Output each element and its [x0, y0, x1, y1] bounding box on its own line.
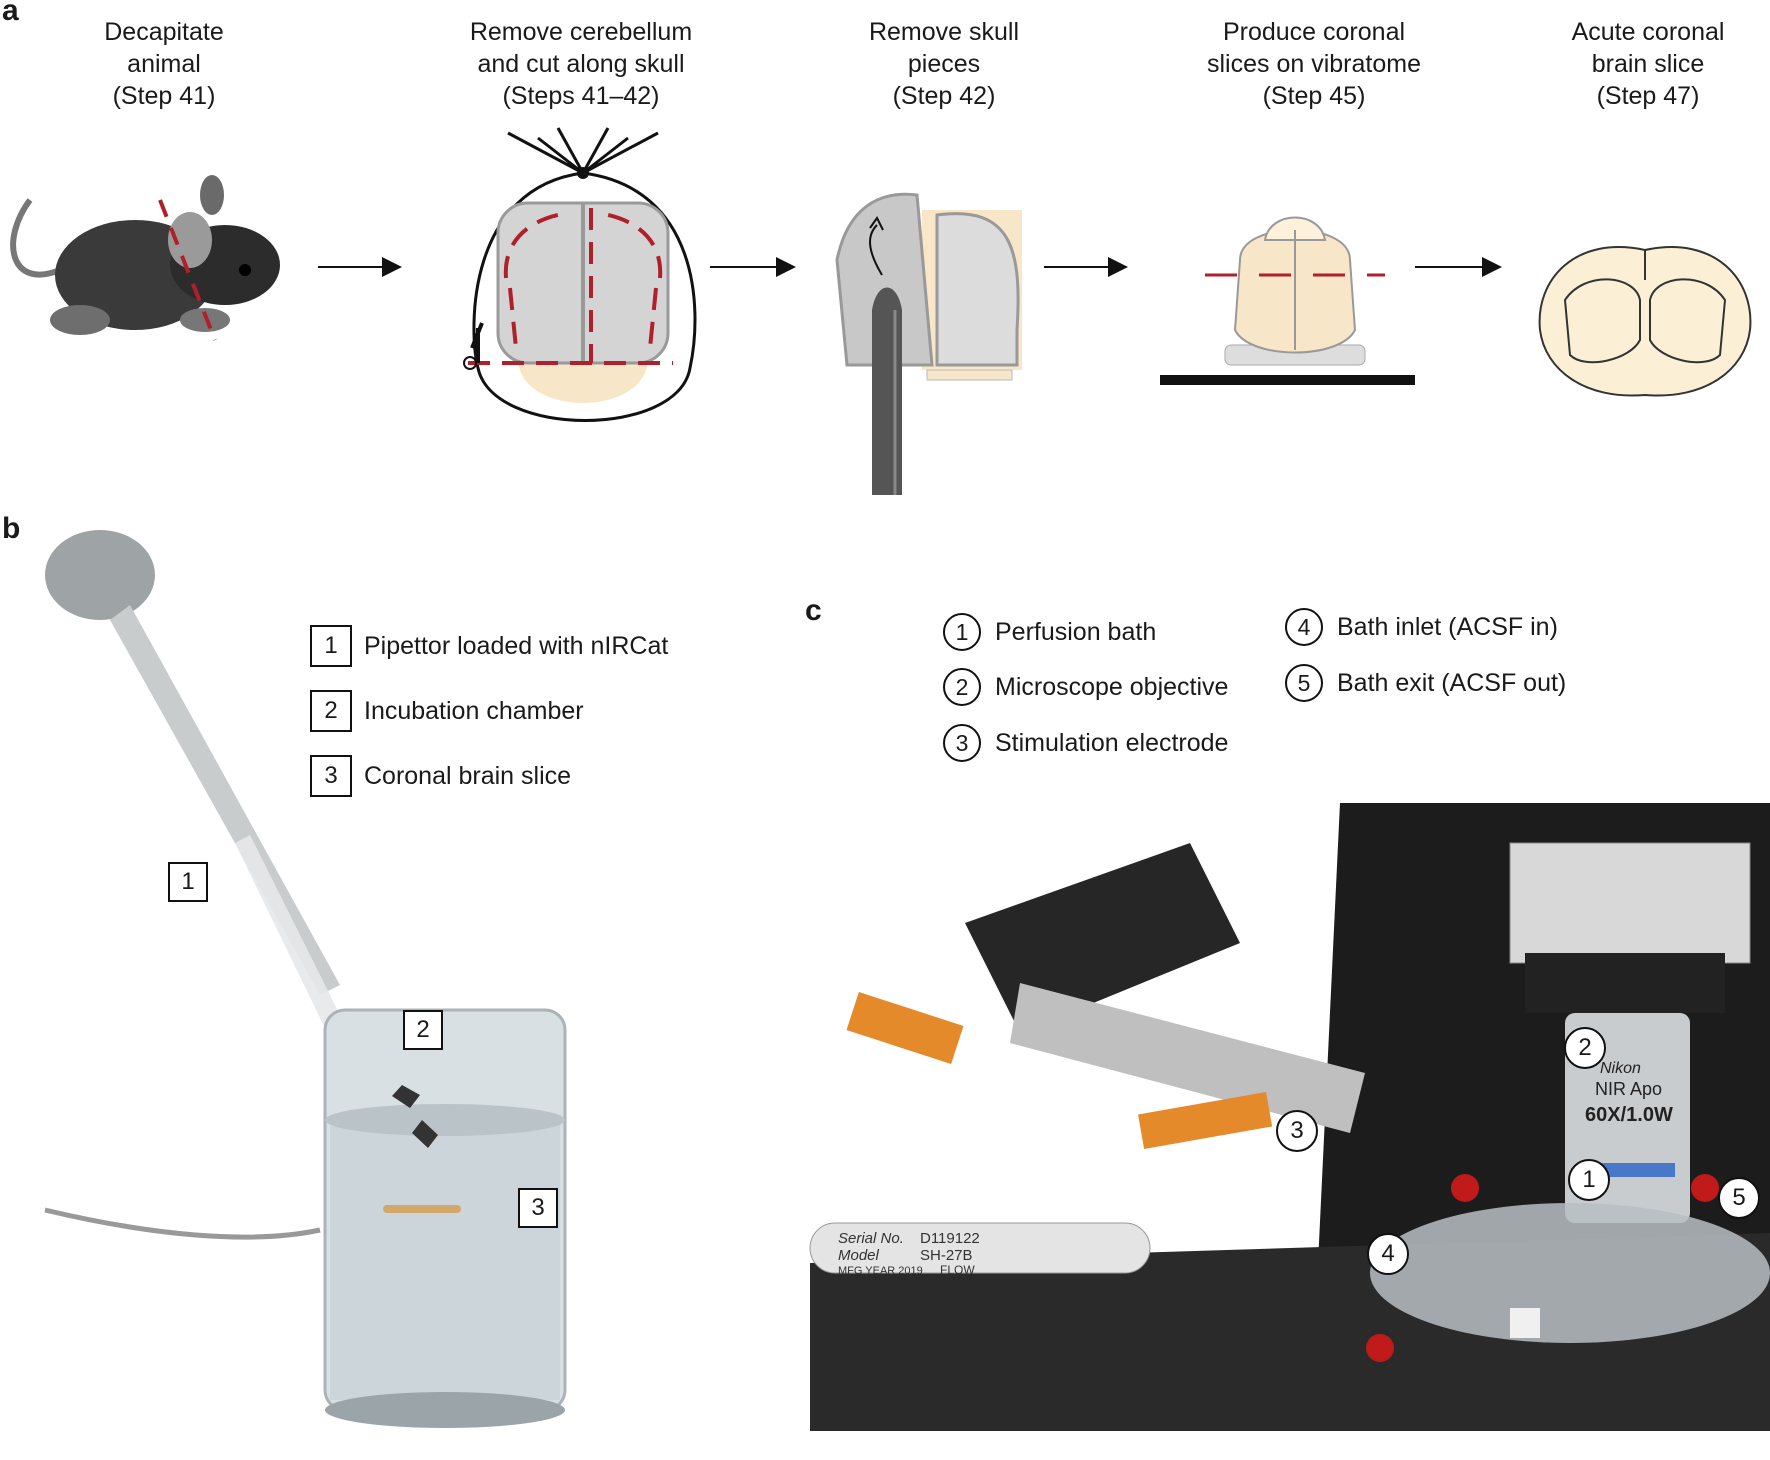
- serial-value: D119122: [920, 1230, 980, 1247]
- skull-cut-diagram: [463, 127, 697, 422]
- callout-c-2: 2: [1564, 1027, 1606, 1069]
- callout-b-2: 2: [403, 1010, 443, 1050]
- panel-b-letter: b: [2, 512, 21, 545]
- callout-b-3: 3: [518, 1188, 558, 1228]
- mouse-illustration: [10, 175, 280, 341]
- callout-c-1: 1: [1568, 1159, 1610, 1201]
- scissors-icon: [463, 322, 484, 370]
- panel-c-letter: c: [805, 594, 822, 627]
- panel-a-letter: a: [2, 0, 19, 27]
- callout-b-1: 1: [168, 862, 208, 902]
- model-label: Model: [838, 1247, 880, 1264]
- incubation-chamber-illustration: [323, 1008, 567, 1428]
- mfg-year: MFG YEAR 2019: [838, 1265, 923, 1277]
- objective-mag: 60X/1.0W: [1585, 1104, 1673, 1126]
- coronal-slice-diagram: [1538, 246, 1752, 397]
- tubing-line: [44, 1207, 321, 1240]
- callout-c-5: 5: [1718, 1177, 1760, 1219]
- objective-type: NIR Apo: [1595, 1079, 1662, 1099]
- objective-brand: Nikon: [1600, 1060, 1641, 1077]
- flow-label: FLOW: [940, 1263, 975, 1277]
- callout-c-3: 3: [1276, 1110, 1318, 1152]
- vibratome-brain-diagram: [1160, 216, 1415, 385]
- skull-removal-diagram: [835, 192, 1022, 495]
- serial-label: Serial No.: [838, 1230, 904, 1247]
- model-value: SH-27B: [920, 1247, 973, 1264]
- step-arrows: [318, 257, 1502, 277]
- callout-c-4: 4: [1367, 1233, 1409, 1275]
